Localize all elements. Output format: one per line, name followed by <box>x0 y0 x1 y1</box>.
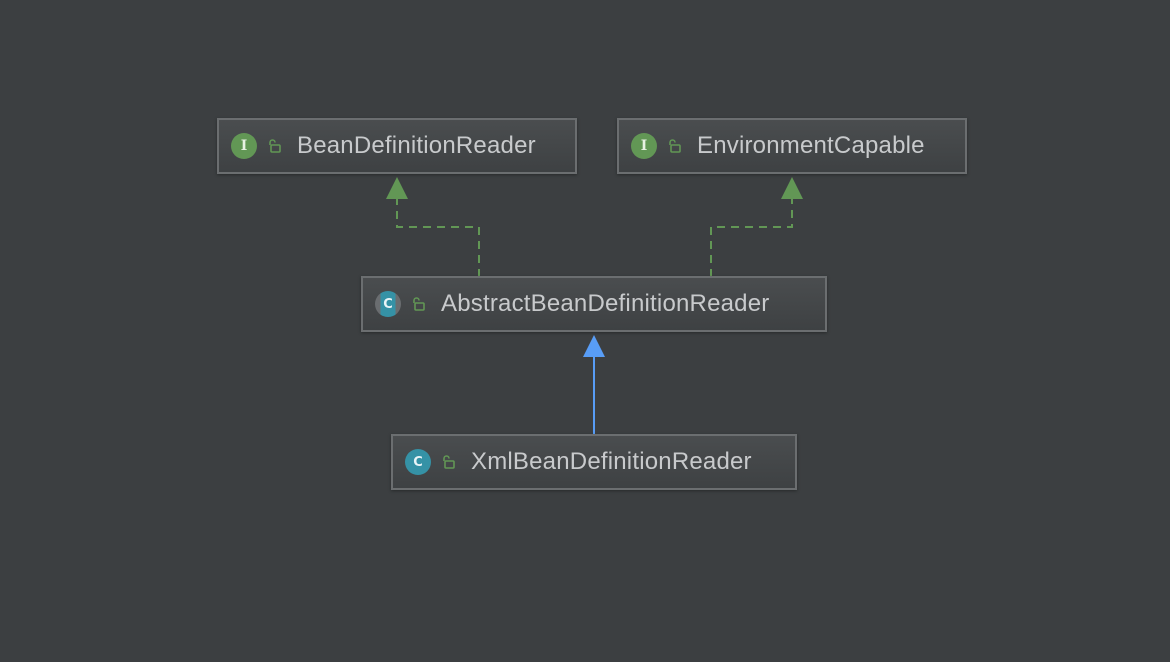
class-name-label: XmlBeanDefinitionReader <box>471 448 752 475</box>
unlocked-icon <box>413 297 425 311</box>
node-bean-definition-reader[interactable]: I BeanDefinitionReader <box>217 118 577 174</box>
edge-implements-environment-capable <box>710 177 803 277</box>
node-environment-capable[interactable]: I EnvironmentCapable <box>617 118 967 174</box>
node-abstract-bean-definition-reader[interactable]: C AbstractBeanDefinitionReader <box>361 276 827 332</box>
node-xml-bean-definition-reader[interactable]: C XmlBeanDefinitionReader <box>391 434 797 490</box>
unlocked-icon <box>443 455 455 469</box>
interface-icon: I <box>231 133 257 159</box>
edge-implements-bean-definition-reader <box>386 177 480 277</box>
arrowhead-triangle <box>583 335 605 357</box>
unlocked-icon <box>269 139 281 153</box>
arrowhead-triangle <box>781 177 803 199</box>
unlocked-icon <box>669 139 681 153</box>
class-name-label: EnvironmentCapable <box>697 132 925 159</box>
class-icon: C <box>405 449 431 475</box>
edge-extends-abstract-bean-definition-reader <box>583 335 605 435</box>
arrowhead-triangle <box>386 177 408 199</box>
class-name-label: BeanDefinitionReader <box>297 132 536 159</box>
abstract-class-icon: C <box>375 291 401 317</box>
class-name-label: AbstractBeanDefinitionReader <box>441 290 770 317</box>
interface-icon: I <box>631 133 657 159</box>
